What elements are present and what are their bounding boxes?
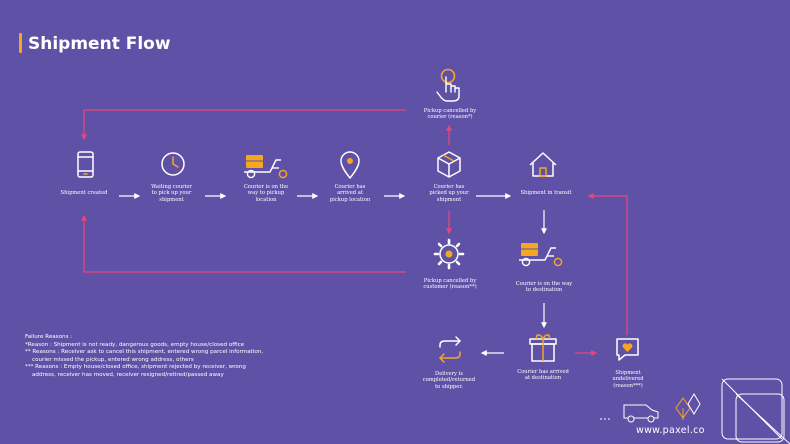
clock-icon	[161, 152, 185, 176]
arrow-cancel-customer-to-created	[81, 214, 406, 273]
scooter-icon	[244, 155, 288, 179]
tree-illustration	[675, 393, 701, 420]
node-label-cancel-customer: Pickup cancelled by customer (reason**)	[423, 278, 477, 291]
scooter-icon	[519, 243, 563, 267]
node-label-in-transit: Shipment in transit	[520, 190, 572, 196]
footer-url[interactable]: www.paxel.co	[636, 425, 705, 436]
node-label-cancel-courier: Pickup cancelled by courier (reason*)	[423, 108, 477, 121]
failure-reason-line: address, receiver has moved, receiver re…	[32, 371, 224, 378]
failure-reason-line: *Reason : Shipment is not ready, dangero…	[25, 341, 245, 348]
location-pin-icon	[340, 151, 360, 179]
node-label-undelivered: Shipment undelivered (reason***)	[612, 370, 644, 389]
gift-icon	[529, 334, 557, 362]
node-label-onway-pickup: Courier is on the way to pickup location	[243, 184, 289, 203]
node-label-returned: Delivery is completed/returned to shippe…	[422, 371, 476, 390]
box-icon	[437, 151, 461, 178]
failure-reasons-heading: Failure Reasons :	[25, 334, 73, 340]
delivery-van-illustration	[600, 404, 659, 423]
title-accent-bar	[19, 33, 22, 53]
node-label-arrived-pickup: Courier has arrived at pickup location	[329, 184, 371, 203]
node-label-created: Shipment created	[60, 190, 108, 196]
arrow-cancel-courier-to-created	[81, 109, 406, 141]
failure-reason-line: courier missed the pickup, entered wrong…	[32, 356, 194, 363]
node-label-onway-destination: Courier is on the way to destination	[515, 281, 573, 294]
arrow-undelivered-to-transit	[587, 193, 628, 335]
node-label-picked-up: Courier has picked up your shipment	[429, 184, 469, 203]
failure-reason-line: ** Reasons : Receiver ask to cancel this…	[25, 349, 264, 356]
chat-heart-icon	[616, 338, 639, 361]
decorative-squares	[721, 378, 790, 444]
node-label-arrived-destination: Courier has arrived at destination	[517, 369, 569, 382]
smartphone-icon	[77, 151, 94, 178]
house-icon	[529, 152, 557, 177]
return-arrows-icon	[439, 336, 461, 363]
failure-reasons: Failure Reasons : *Reason : Shipment is …	[25, 334, 315, 380]
gear-icon	[433, 238, 465, 270]
node-label-waiting: Waiting courier to pick up your shipment	[151, 184, 192, 203]
page-title: Shipment Flow	[28, 34, 171, 54]
failure-reason-line: *** Reasons : Empty house/closed office,…	[25, 364, 246, 371]
hand-pointer-icon	[436, 68, 460, 102]
